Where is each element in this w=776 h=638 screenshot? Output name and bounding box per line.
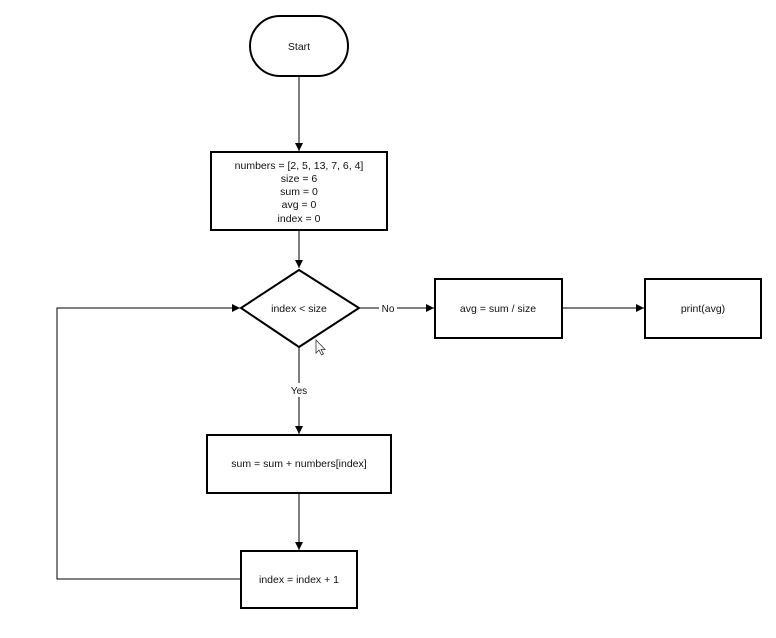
mouse-pointer-icon [315, 338, 326, 356]
node-init[interactable]: numbers = [2, 5, 13, 7, 6, 4] size = 6 s… [210, 151, 388, 231]
node-condition-label: index < size [271, 303, 327, 315]
node-accumulate[interactable]: sum = sum + numbers[index] [206, 434, 392, 494]
edge-increment-loop-back [56, 304, 241, 580]
edge-label-no-text: No [382, 304, 395, 315]
node-init-line: size = 6 [281, 173, 318, 185]
node-init-line: index = 0 [278, 213, 321, 225]
edge-label-yes: Yes [288, 383, 310, 397]
node-print[interactable]: print(avg) [644, 278, 762, 339]
edge-label-no: No [379, 301, 397, 315]
node-increment-label: index = index + 1 [259, 574, 339, 586]
node-accumulate-label: sum = sum + numbers[index] [231, 458, 366, 470]
node-init-line: numbers = [2, 5, 13, 7, 6, 4] [235, 160, 364, 172]
node-increment[interactable]: index = index + 1 [240, 550, 358, 609]
node-start[interactable]: Start [249, 15, 349, 77]
node-print-label: print(avg) [681, 303, 725, 315]
node-condition[interactable]: index < size [239, 268, 361, 349]
node-start-label: Start [288, 41, 310, 53]
node-init-line: sum = 0 [280, 186, 318, 198]
edge-label-yes-text: Yes [291, 386, 307, 397]
node-init-line: avg = 0 [282, 199, 317, 211]
node-compute-avg-label: avg = sum / size [460, 303, 536, 315]
node-compute-avg[interactable]: avg = sum / size [434, 278, 563, 339]
